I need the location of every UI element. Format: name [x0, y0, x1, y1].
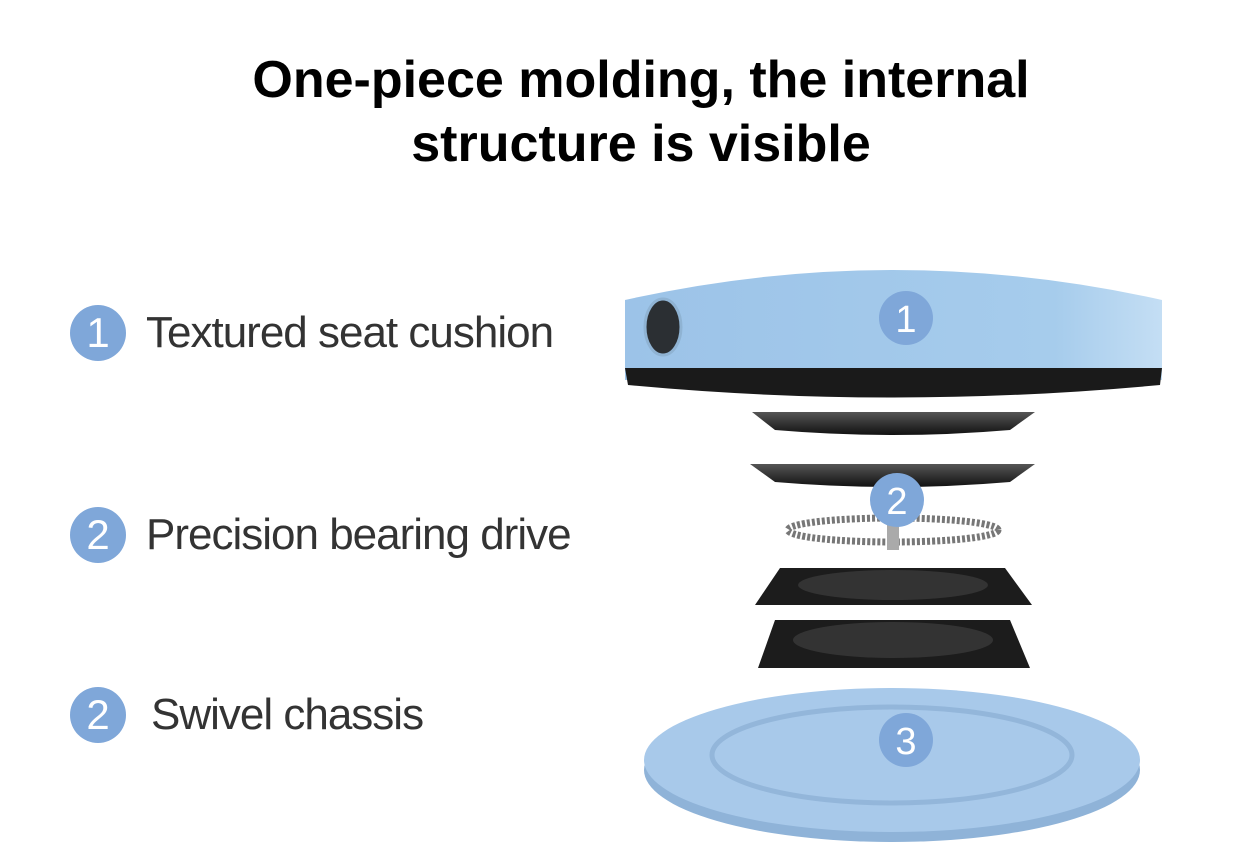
title-line-1: One-piece molding, the internal [252, 51, 1030, 109]
page-title: One-piece molding, the internal structur… [0, 48, 1250, 176]
product-badge-2 [870, 473, 924, 527]
product-badge-2-text: 2 [886, 481, 907, 523]
product-badge-1-text: 1 [895, 299, 916, 341]
feature-item-bearing: 2 Precision bearing drive [70, 507, 572, 563]
title-line-2: structure is visible [411, 115, 871, 173]
number-badge: 1 [70, 305, 126, 361]
swivel-chassis [644, 688, 1140, 842]
bearing-plates [750, 412, 1035, 668]
product-badge-1 [879, 291, 933, 345]
feature-item-cushion: 1 Textured seat cushion [70, 305, 554, 361]
product-badge-3 [879, 713, 933, 767]
feature-label: Textured seat cushion [146, 308, 554, 357]
product-badge-3-text: 3 [895, 721, 916, 763]
number-badge: 2 [70, 687, 126, 743]
feature-label: Precision bearing drive [146, 510, 572, 559]
number-badge: 2 [70, 507, 126, 563]
feature-label: Swivel chassis [151, 690, 424, 739]
handle-hole [643, 297, 683, 357]
feature-item-chassis: 2 Swivel chassis [70, 687, 424, 743]
